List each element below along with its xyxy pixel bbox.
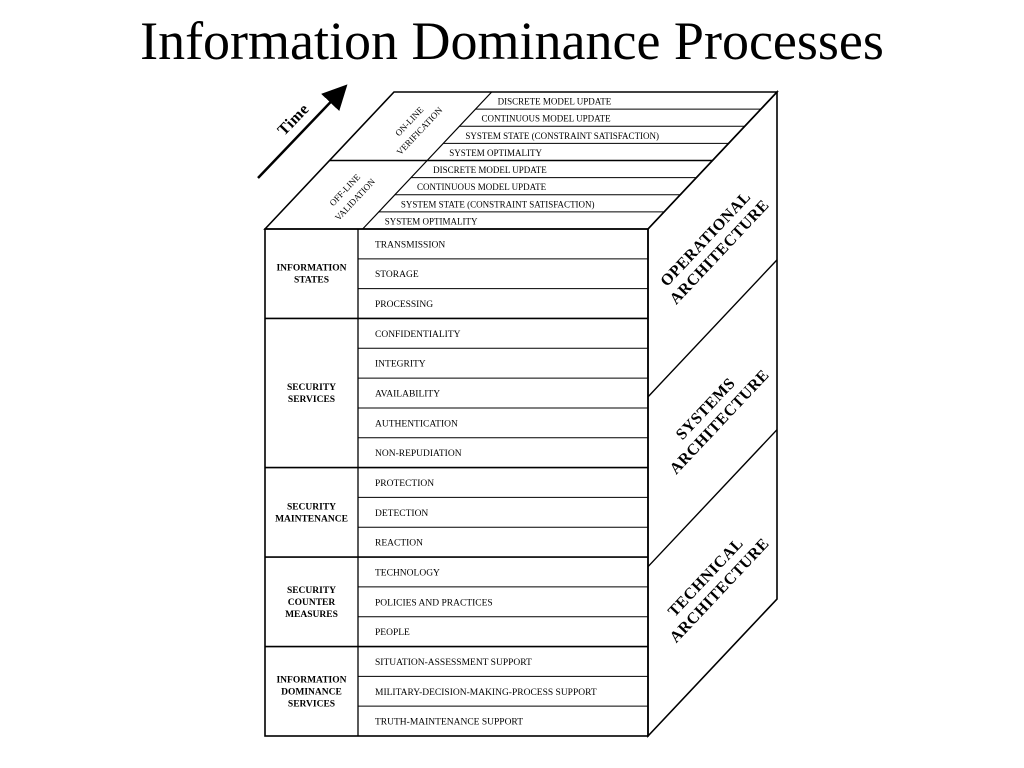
row-label: SITUATION-ASSESSMENT SUPPORT <box>375 658 532 668</box>
group-label: COUNTER <box>288 598 336 608</box>
group-label: DOMINANCE <box>281 687 342 697</box>
online-item-label: DISCRETE MODEL UPDATE <box>498 97 612 107</box>
row-label: TECHNOLOGY <box>375 568 440 578</box>
cube: TRANSMISSION STORAGE PROCESSING INFORMATION… <box>263 89 779 739</box>
row-label: CONFIDENTIALITY <box>375 330 461 340</box>
offline-item-label: SYSTEM OPTIMALITY <box>385 216 478 226</box>
row-label: PROTECTION <box>375 479 434 489</box>
slide-title: Information Dominance Processes <box>140 11 884 71</box>
row-label: PEOPLE <box>375 628 410 638</box>
row-label: AUTHENTICATION <box>375 419 458 429</box>
offline-item-label: SYSTEM STATE (CONSTRAINT SATISFACTION) <box>401 199 595 209</box>
side-section-divider <box>647 259 778 398</box>
time-arrow <box>257 84 348 179</box>
row-label: REACTION <box>375 539 423 549</box>
offline-item-label: DISCRETE MODEL UPDATE <box>433 165 547 175</box>
row-label: STORAGE <box>375 270 419 280</box>
group-label: MAINTENANCE <box>275 514 348 524</box>
row-label: POLICIES AND PRACTICES <box>375 598 493 608</box>
row-label: NON-REPUDIATION <box>375 449 462 459</box>
group-label: SERVICES <box>288 395 335 405</box>
row-label: TRANSMISSION <box>375 240 445 250</box>
online-item-label: SYSTEM STATE (CONSTRAINT SATISFACTION) <box>465 131 659 141</box>
row-label: INTEGRITY <box>375 360 426 370</box>
row-label: MILITARY-DECISION-MAKING-PROCESS SUPPORT <box>375 688 597 698</box>
row-label: DETECTION <box>375 509 428 519</box>
group-label: SECURITY <box>287 383 336 393</box>
group-label: INFORMATION <box>276 264 346 274</box>
group-label: SERVICES <box>288 699 335 709</box>
row-label: TRUTH-MAINTENANCE SUPPORT <box>375 718 523 728</box>
group-label: SECURITY <box>287 586 336 596</box>
online-item-label: CONTINUOUS MODEL UPDATE <box>481 114 611 124</box>
row-label: PROCESSING <box>375 300 433 310</box>
offline-item-label: CONTINUOUS MODEL UPDATE <box>417 182 547 192</box>
time-label: Time <box>275 101 313 140</box>
group-label: SECURITY <box>287 502 336 512</box>
group-label: INFORMATION <box>276 675 346 685</box>
group-label: STATES <box>294 276 329 286</box>
row-label: AVAILABILITY <box>375 390 440 400</box>
online-item-label: SYSTEM OPTIMALITY <box>449 148 542 158</box>
right-face <box>647 89 778 739</box>
side-section-divider <box>647 429 778 568</box>
group-label: MEASURES <box>285 610 338 620</box>
